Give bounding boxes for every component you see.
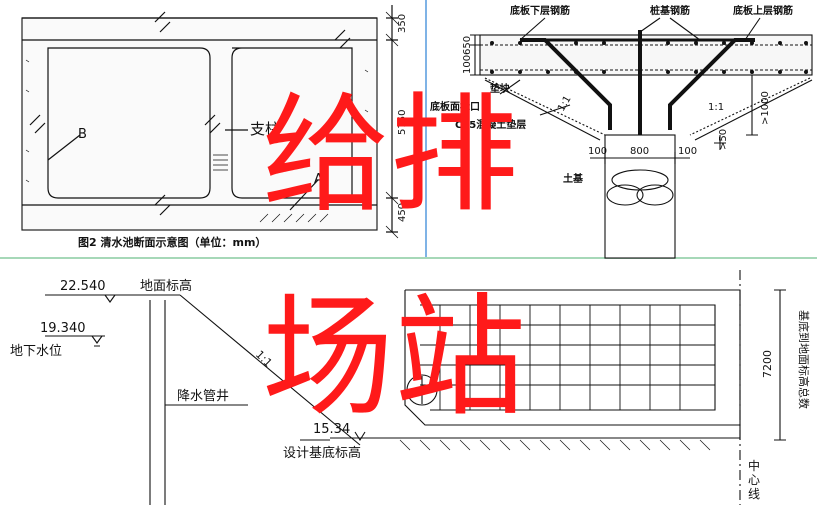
slope-right: 1:1	[708, 102, 724, 113]
label-bottom-mark: 底板面标口	[430, 100, 480, 113]
center-label-3: 线	[748, 487, 760, 501]
pile-labels: 底板下层钢筋 桩基钢筋 底板上层钢筋 垫块 底板面标口 C15混凝土垫层 土基	[430, 4, 793, 185]
overlay-title-line2: 场站	[262, 281, 526, 435]
dim-100-right: 100	[678, 146, 697, 157]
label-pad-block: 垫块	[490, 82, 511, 95]
tank-dim-450: 450	[397, 203, 408, 222]
label-soil: 土基	[563, 172, 584, 185]
base-elev: 15.34	[313, 422, 350, 437]
tank-label-a: A	[314, 172, 323, 187]
dim-100-left: 100	[588, 146, 607, 157]
dim-gt1000: >1000	[760, 91, 771, 125]
depth-label: 基底到地面标高总数	[797, 310, 811, 409]
label-bottom-upper-rebar: 底板上层钢筋	[733, 4, 793, 17]
label-bottom-lower-rebar: 底板下层钢筋	[510, 4, 570, 17]
label-pile-rebar: 桩基钢筋	[650, 4, 690, 17]
dim-800: 800	[630, 146, 649, 157]
dim-100-top: 100	[462, 55, 473, 74]
tank-label-b: B	[78, 127, 87, 142]
well-label: 降水管井	[177, 389, 229, 404]
ground-label: 地面标高	[140, 278, 192, 294]
base-label: 设计基底标高	[283, 445, 361, 461]
slope-left: 1:1	[556, 94, 574, 113]
dim-650: 650	[462, 36, 473, 55]
center-label-2: 心	[748, 473, 760, 487]
center-label-1: 中	[748, 458, 760, 473]
tank-dim-5750: 5750	[397, 110, 408, 135]
tank-dim-350: 350	[397, 14, 408, 33]
ground-elev: 22.540	[60, 279, 106, 294]
dim-gt50: >50	[718, 129, 729, 150]
excavation-labels: 22.540 地面标高 19.340 地下水位 降水管井 1:1 15.34 设…	[10, 278, 811, 501]
pile-detail-panel	[470, 17, 813, 259]
tank-section-panel	[21, 5, 399, 239]
excavation-panel	[45, 270, 786, 505]
overlay-title-line1: 给排	[262, 81, 519, 230]
tank-label-column: 支柱	[250, 120, 280, 138]
tank-caption: 图2 清水池断面示意图（单位：mm）	[78, 235, 266, 249]
depth-value: 7200	[761, 350, 774, 378]
label-c15: C15混凝土垫层	[455, 118, 526, 131]
water-elev: 19.340	[40, 321, 86, 336]
water-label: 地下水位	[10, 344, 62, 359]
